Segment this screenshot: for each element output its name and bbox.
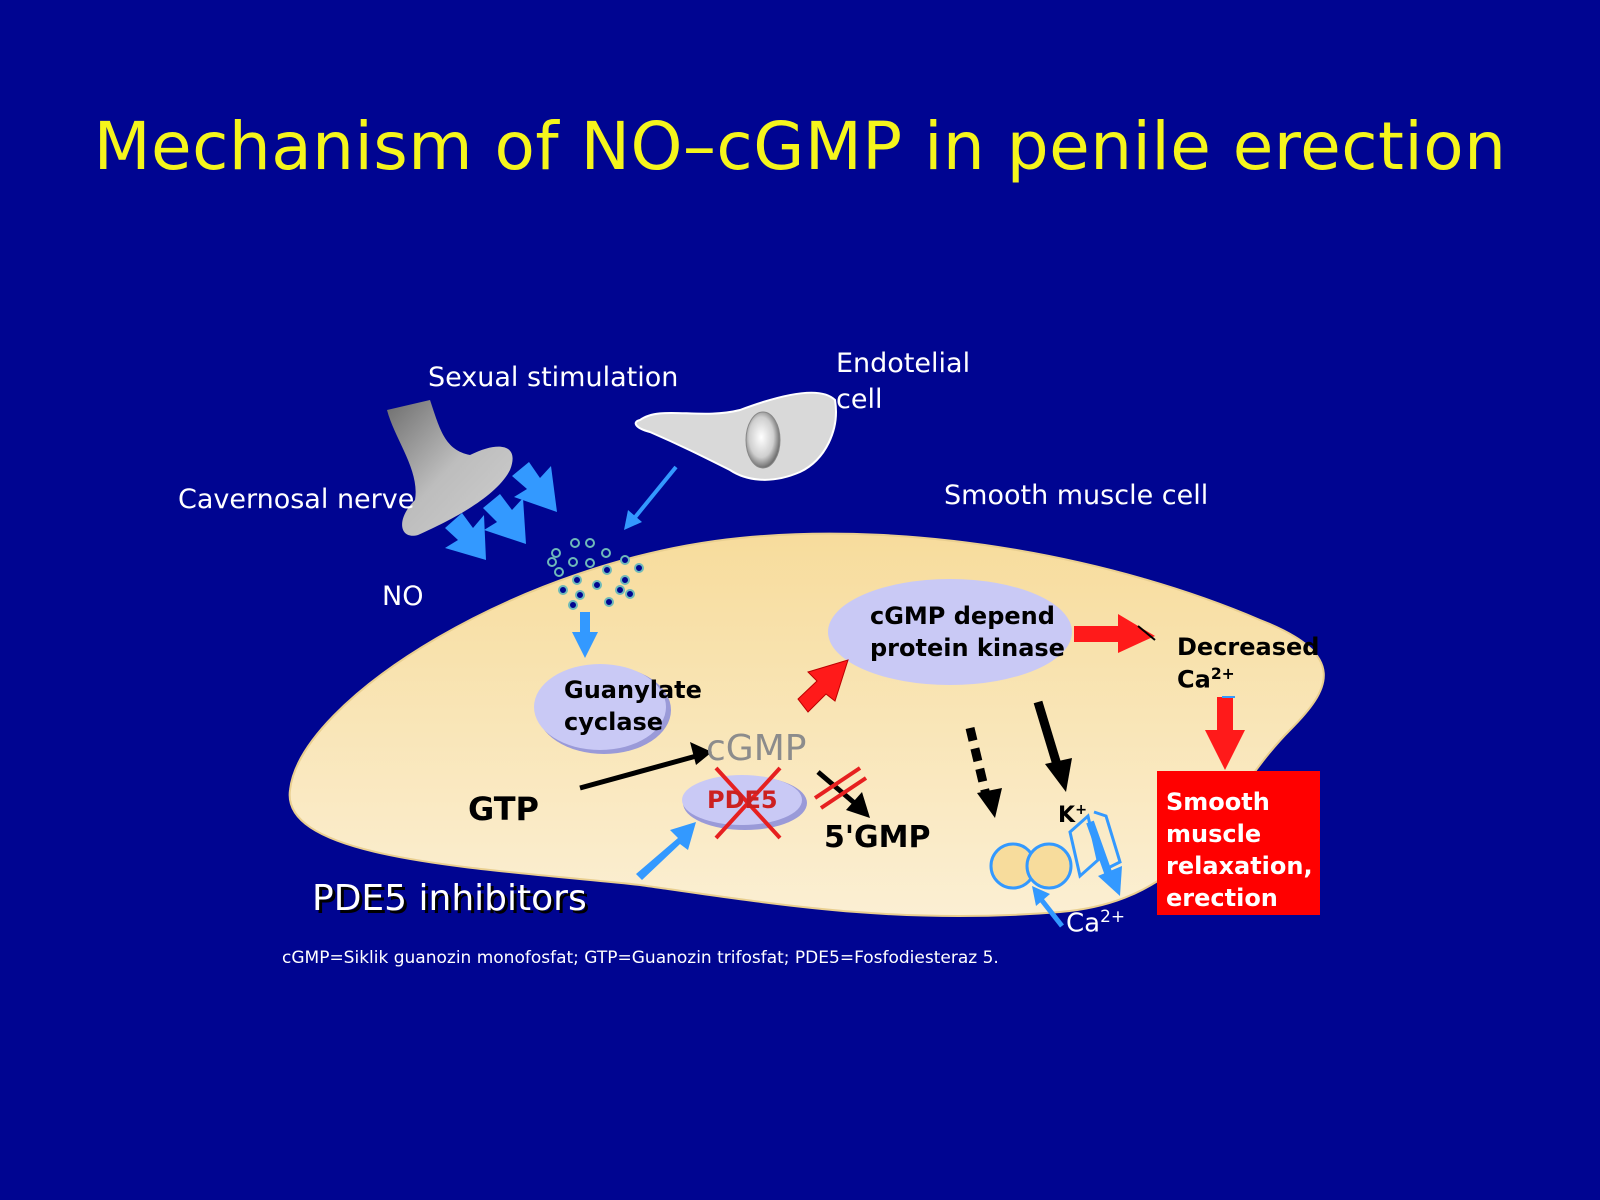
relaxation-line3: relaxation, <box>1166 852 1313 880</box>
nerve-release-arrows <box>445 462 557 560</box>
endotelial-label-line2: cell <box>836 384 883 415</box>
decreased-ca-text: Ca <box>1177 665 1211 694</box>
slide-title: Mechanism of NO–cGMP in penile erection <box>93 108 1507 185</box>
ca-channel-sup: 2+ <box>1100 906 1125 926</box>
relaxation-line2: muscle <box>1166 820 1262 848</box>
smooth-muscle-cell-label: Smooth muscle cell <box>944 480 1209 511</box>
cgmp-label: cGMP <box>706 728 807 769</box>
decreased-ca-sup: 2+ <box>1210 665 1235 683</box>
k-label: K+ <box>1058 802 1087 828</box>
gtp-label: GTP <box>468 790 539 828</box>
sexual-stimulation-label: Sexual stimulation <box>428 362 679 393</box>
cavernosal-nerve-terminal <box>387 400 513 536</box>
cavernosal-nerve-label: Cavernosal nerve <box>178 484 415 515</box>
no-molecules <box>547 538 644 610</box>
ca-channel-text: Ca <box>1066 908 1101 939</box>
relaxation-text: Smooth muscle relaxation, erection <box>1166 786 1313 914</box>
pde5-inhibitors-label: PDE5 inhibitors <box>312 878 587 919</box>
kinase-label-line2: protein kinase <box>870 634 1065 662</box>
relaxation-line1: Smooth <box>1166 788 1270 816</box>
ca-channel-label: Ca2+ <box>1066 906 1125 938</box>
five-gmp-label: 5'GMP <box>824 820 931 855</box>
red-arrow-cgmp-kinase <box>797 659 849 713</box>
endothelial-cell <box>634 391 837 481</box>
k-channel <box>1068 810 1122 879</box>
endotelial-label-line1: Endotelial <box>836 348 971 379</box>
relaxation-box <box>1157 771 1320 915</box>
decreased-label: Decreased <box>1177 633 1320 661</box>
k-sup: + <box>1075 802 1088 818</box>
ca-channel-right <box>1025 842 1073 890</box>
guanylate-label-line1: Guanylate <box>564 676 702 704</box>
relaxation-line4: erection <box>1166 884 1278 912</box>
no-label: NO <box>382 581 424 612</box>
guanylate-label-line2: cyclase <box>564 708 664 736</box>
kinase-label-line1: cGMP depend <box>870 602 1055 630</box>
protein-kinase-node <box>828 579 1072 685</box>
decreased-ca-label: Ca2+ <box>1177 665 1235 694</box>
pde5-label: PDE5 <box>707 786 778 814</box>
pde5-inhibitor-arrow <box>636 822 696 880</box>
red-arrow-kinase-decreased <box>1074 614 1155 653</box>
k-text: K <box>1058 802 1076 828</box>
footnote: cGMP=Siklik guanozin monofosfat; GTP=Gua… <box>282 948 999 968</box>
